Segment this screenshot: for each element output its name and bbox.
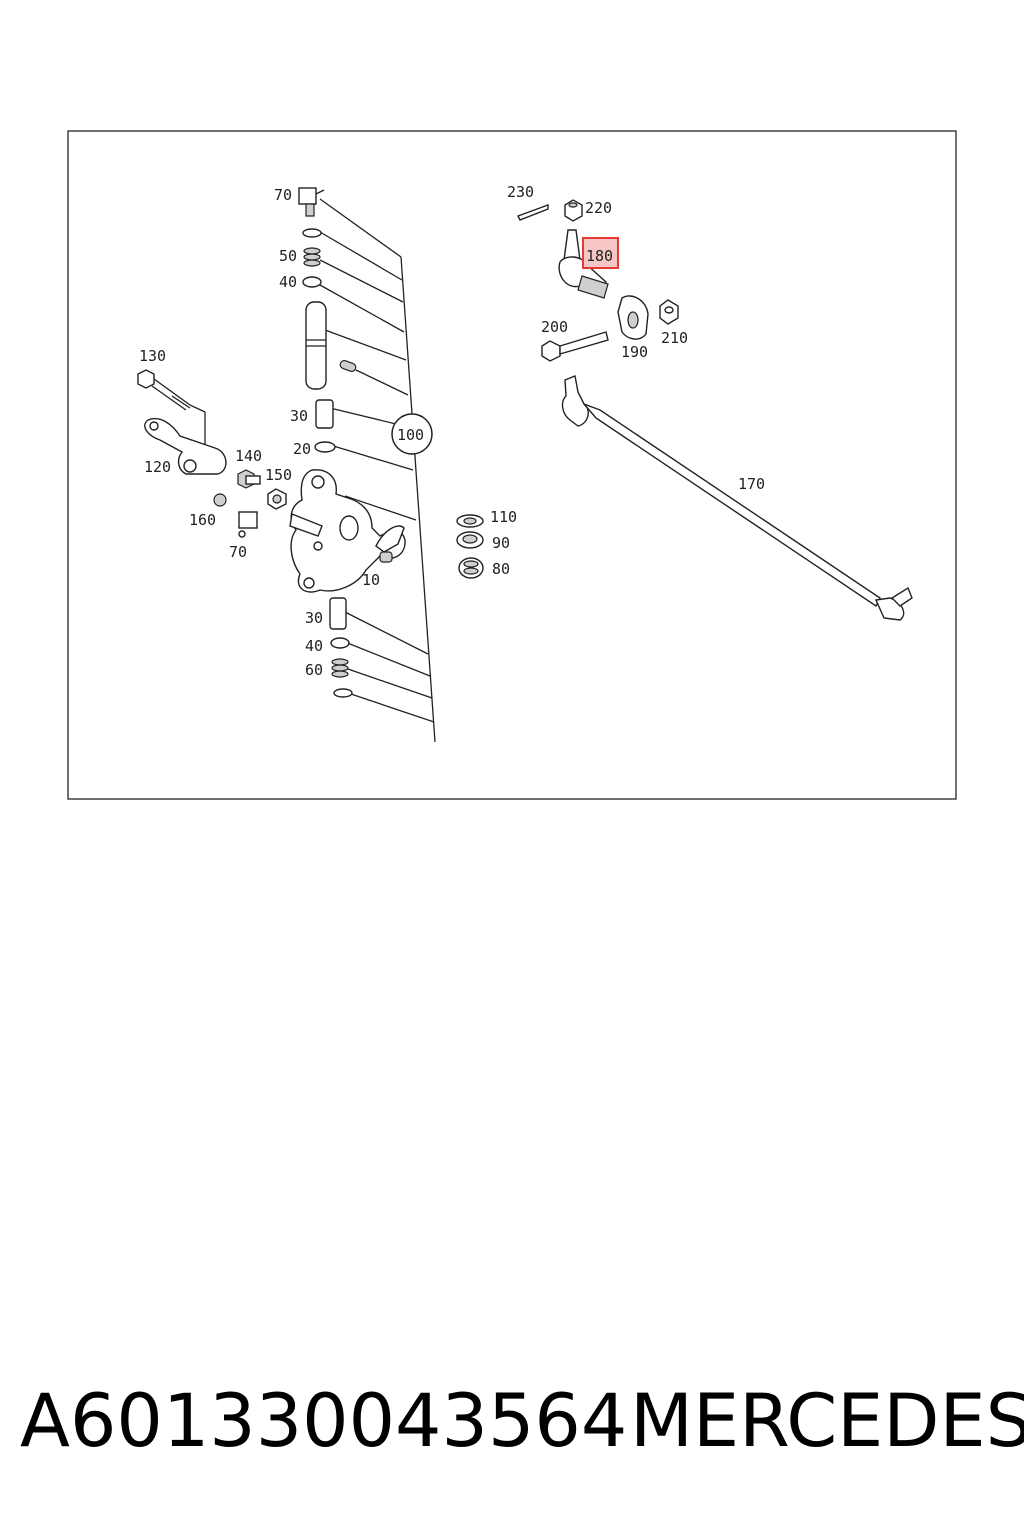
seal-110 bbox=[456, 514, 484, 528]
label-110: 110 bbox=[490, 508, 517, 526]
castle-nut-220 bbox=[564, 199, 583, 222]
label-80: 80 bbox=[492, 560, 510, 578]
reference-line-100 bbox=[400, 256, 436, 743]
bushing-30-bottom bbox=[329, 597, 347, 630]
label-130: 130 bbox=[139, 347, 166, 365]
label-180: 180 bbox=[586, 247, 613, 265]
diagram-frame bbox=[67, 130, 957, 800]
cotter-pin-230 bbox=[517, 203, 549, 221]
washer-40-bottom bbox=[330, 637, 350, 649]
bolt-200 bbox=[541, 331, 609, 362]
nut-160 bbox=[213, 493, 227, 507]
nut-210 bbox=[659, 299, 679, 325]
label-120: 120 bbox=[144, 458, 171, 476]
label-30: 30 bbox=[290, 407, 308, 425]
bushing-30-top bbox=[315, 399, 334, 429]
label-200: 200 bbox=[541, 318, 568, 336]
steering-knuckle-10 bbox=[289, 469, 406, 593]
label-190: 190 bbox=[621, 343, 648, 361]
leader-lines-left bbox=[189, 198, 435, 723]
label-60: 60 bbox=[305, 661, 323, 679]
label-30-bottom: 30 bbox=[305, 609, 323, 627]
nut-150 bbox=[267, 488, 287, 510]
label-20: 20 bbox=[293, 440, 311, 458]
grease-nipple-70-top bbox=[298, 187, 325, 217]
label-50: 50 bbox=[279, 247, 297, 265]
label-10: 10 bbox=[362, 571, 380, 589]
label-40: 40 bbox=[279, 273, 297, 291]
highlight-180[interactable] bbox=[582, 237, 619, 269]
label-40-bottom: 40 bbox=[305, 637, 323, 655]
seal-90 bbox=[456, 531, 484, 549]
bolt-140 bbox=[237, 469, 261, 489]
tie-rod-170 bbox=[561, 375, 913, 621]
clamp-190 bbox=[617, 295, 649, 340]
label-230: 230 bbox=[507, 183, 534, 201]
king-pin bbox=[305, 301, 327, 390]
label-170: 170 bbox=[738, 475, 765, 493]
part-number: A601330043564 bbox=[20, 1379, 628, 1464]
washer-40-top bbox=[302, 276, 322, 288]
circlip-bottom bbox=[333, 688, 353, 698]
label-70-bottom: 70 bbox=[229, 543, 247, 561]
spring-60 bbox=[331, 658, 349, 678]
label-150: 150 bbox=[265, 466, 292, 484]
tie-rod-end-180 bbox=[558, 229, 609, 299]
steering-arm-120 bbox=[144, 418, 227, 475]
circlip-top bbox=[302, 228, 322, 238]
grease-nipple-70-bottom bbox=[238, 511, 258, 538]
label-90: 90 bbox=[492, 534, 510, 552]
label-220: 220 bbox=[585, 199, 612, 217]
lock-pin bbox=[339, 360, 357, 372]
label-140: 140 bbox=[235, 447, 262, 465]
brand-name: MERCEDES bbox=[630, 1379, 1024, 1464]
label-160: 160 bbox=[189, 511, 216, 529]
seal-80 bbox=[458, 557, 484, 579]
label-70: 70 bbox=[274, 186, 292, 204]
bolt-130 bbox=[137, 369, 191, 411]
seal-20 bbox=[314, 441, 336, 453]
label-210: 210 bbox=[661, 329, 688, 347]
group-100-circle bbox=[391, 413, 433, 455]
part-labels: 70 50 40 130 30 20 120 140 150 160 70 10… bbox=[139, 183, 765, 679]
spring-50 bbox=[303, 247, 321, 267]
label-100: 100 bbox=[397, 426, 424, 444]
